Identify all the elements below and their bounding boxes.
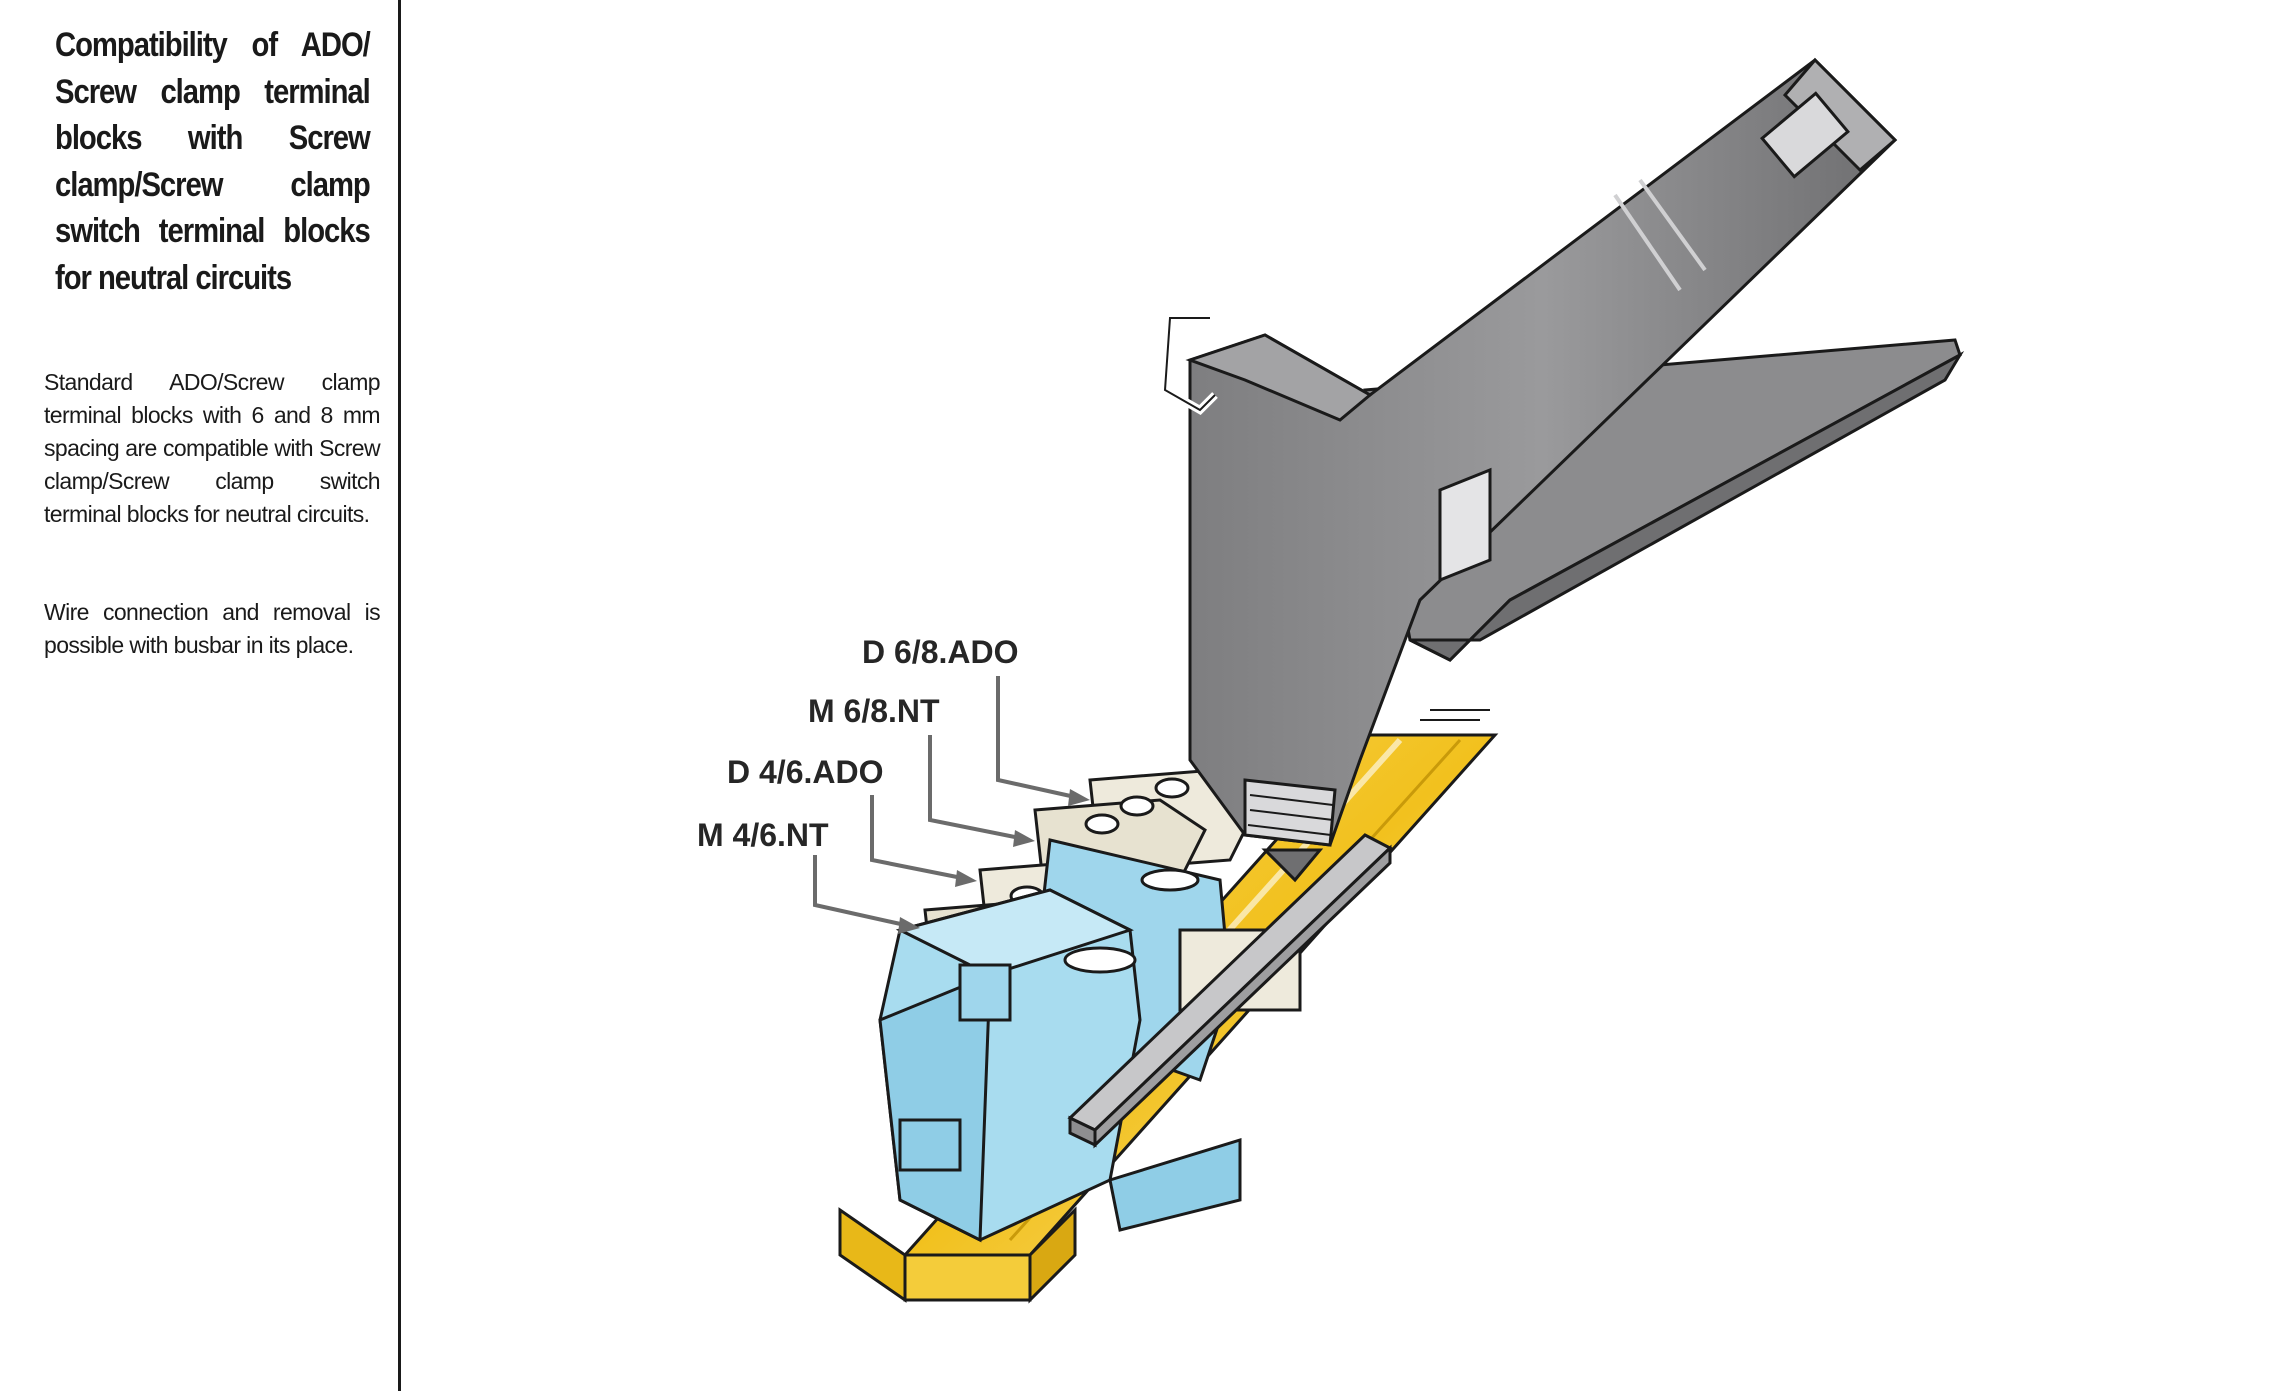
- note-paragraph: Wire connection and removal is possible …: [44, 599, 381, 658]
- busbar: [1067, 833, 1393, 1149]
- page-title: Compatibility of ADO/ Screw clamp termin…: [55, 26, 371, 297]
- label-d-4-6-ado: D 4/6.ADO: [727, 754, 883, 790]
- label-d-6-8-ado: D 6/8.ADO: [862, 634, 1018, 670]
- label-m-4-6-nt: M 4/6.NT: [697, 817, 829, 853]
- leader-lines: [813, 676, 1076, 927]
- terminal-block-illustration: D 6/8.ADO M 6/8.NT D 4/6.ADO M 4/6.NT: [697, 57, 1965, 1304]
- description-paragraph: Standard ADO/Screw clamp terminal blocks…: [44, 369, 381, 527]
- label-m-6-8-nt: M 6/8.NT: [808, 693, 940, 729]
- terminal-tool: [1160, 57, 1965, 883]
- leader-arrowheads: [898, 789, 1090, 934]
- sidebar: Compatibility of ADO/ Screw clamp termin…: [0, 0, 400, 1391]
- column-divider: [398, 0, 401, 1391]
